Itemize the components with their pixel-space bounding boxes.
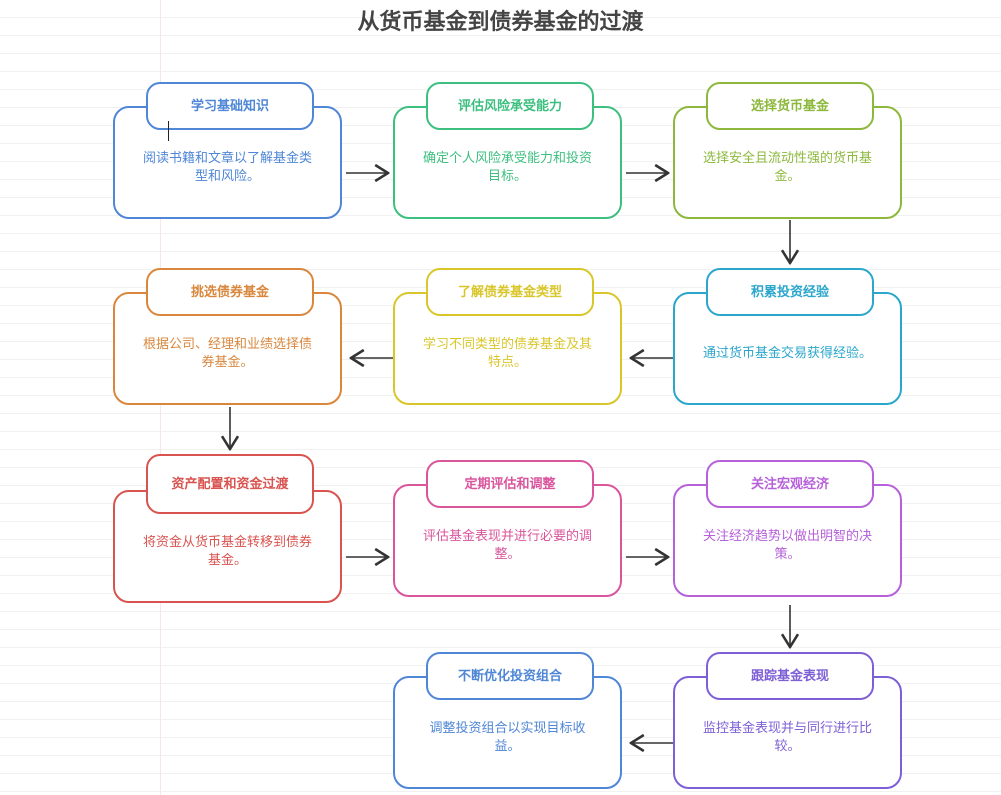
node-title-text: 资产配置和资金过渡 (171, 476, 289, 492)
node-text: 调整投资组合以实现目标收益。 (429, 720, 586, 754)
node-title: 了解债券基金类型 (426, 268, 594, 316)
node-title: 定期评估和调整 (426, 460, 594, 508)
node-title-text: 积累投资经验 (750, 284, 829, 300)
node-title-text: 了解债券基金类型 (457, 284, 562, 300)
node-text: 确定个人风险承受能力和投资目标。 (422, 150, 592, 184)
node-text: 关注经济趋势以做出明智的决策。 (702, 528, 872, 562)
node-title-text: 挑选债券基金 (190, 284, 269, 300)
node-title: 不断优化投资组合 (426, 652, 594, 700)
node-title-text: 不断优化投资组合 (457, 668, 562, 684)
node-title-text: 评估风险承受能力 (457, 98, 562, 114)
node-title: 评估风险承受能力 (426, 82, 594, 130)
diagram-title: 从货币基金到债券基金的过渡 (357, 10, 644, 35)
node-text: 阅读书籍和文章以了解基金类型和风险。 (142, 150, 312, 184)
node-title: 跟踪基金表现 (706, 652, 874, 700)
node-text: 监控基金表现并与同行进行比较。 (702, 720, 872, 754)
node-text: 评估基金表现并进行必要的调整。 (422, 528, 592, 562)
node-title: 挑选债券基金 (146, 268, 314, 316)
node-text: 将资金从货币基金转移到债券基金。 (142, 534, 312, 568)
node-title-text: 关注宏观经济 (750, 476, 829, 492)
node-title: 选择货币基金 (706, 82, 874, 130)
node-text: 通过货币基金交易获得经验。 (702, 345, 872, 361)
node-title: 关注宏观经济 (706, 460, 874, 508)
node-text: 根据公司、经理和业绩选择债券基金。 (142, 336, 312, 370)
node-title-text: 跟踪基金表现 (750, 668, 829, 684)
node-title: 学习基础知识 (146, 82, 314, 130)
node-title-text: 选择货币基金 (750, 98, 829, 114)
node-text: 学习不同类型的债券基金及其特点。 (422, 336, 592, 370)
text-cursor (168, 121, 169, 141)
node-title: 资产配置和资金过渡 (146, 454, 314, 514)
node-text: 选择安全且流动性强的货币基金。 (702, 150, 872, 184)
node-title-text: 学习基础知识 (190, 98, 269, 114)
node-title: 积累投资经验 (706, 268, 874, 316)
node-title-text: 定期评估和调整 (464, 476, 556, 492)
